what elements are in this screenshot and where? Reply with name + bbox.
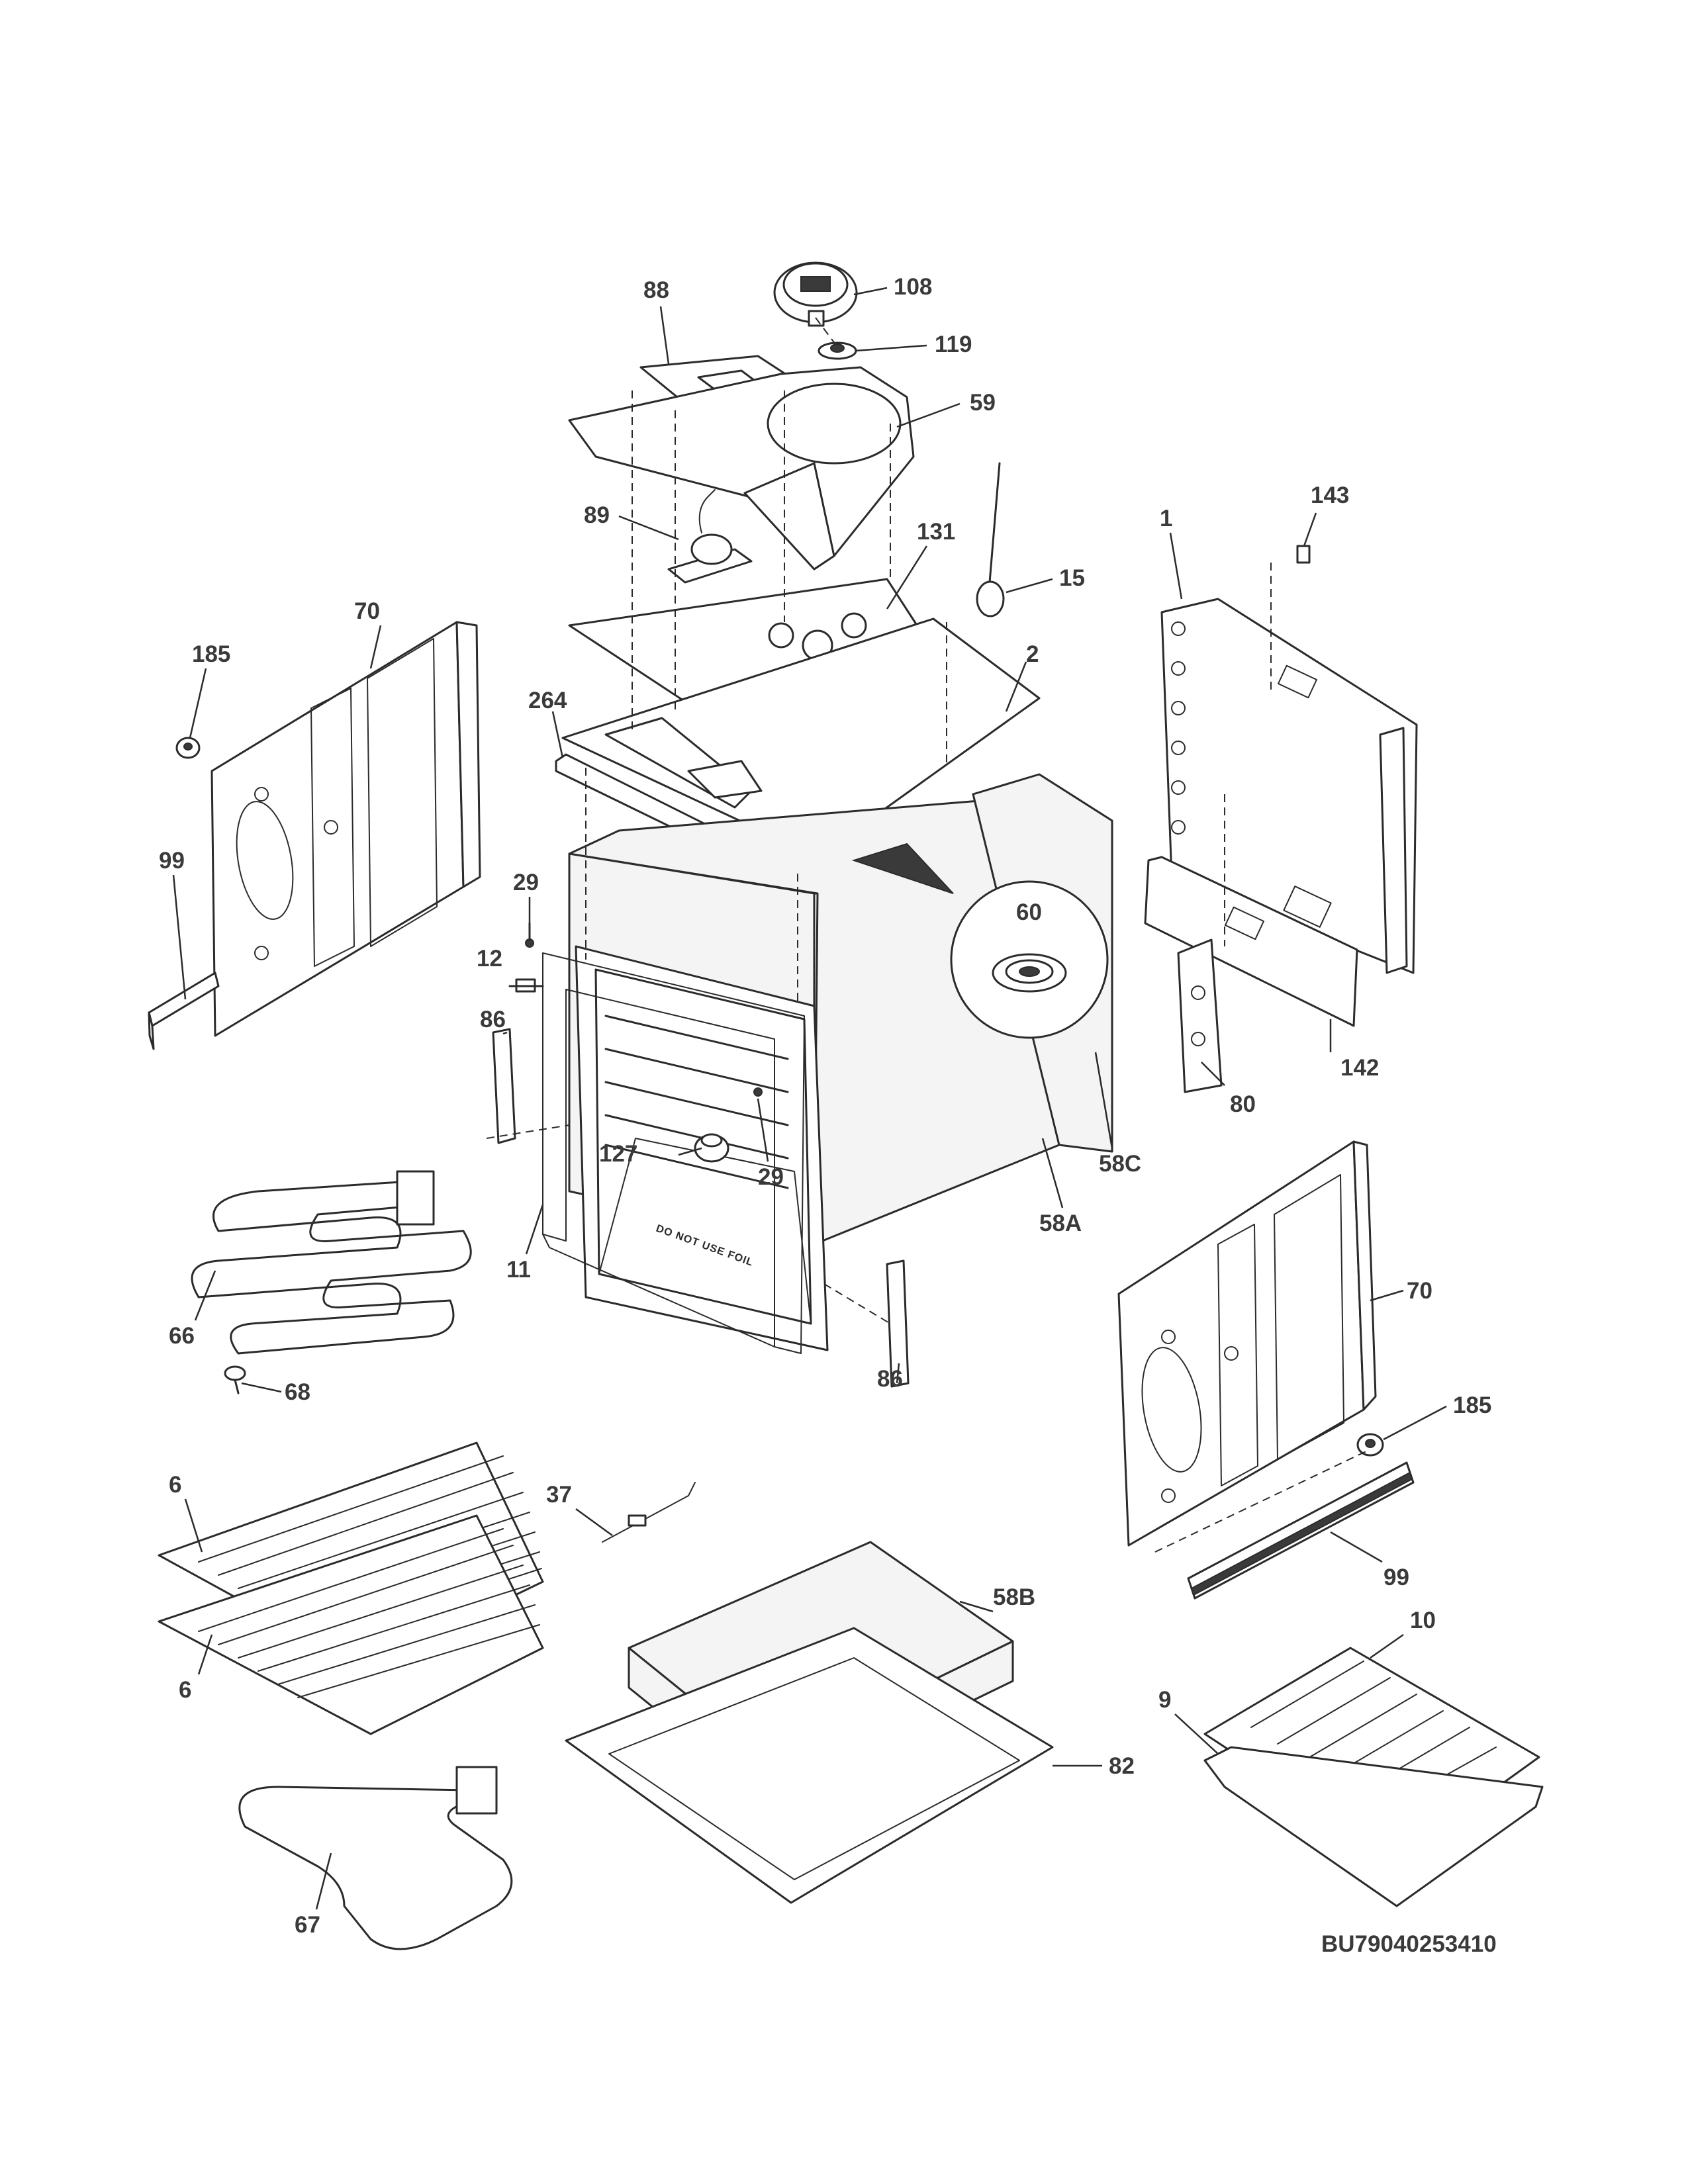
part-motor-bracket [667, 489, 753, 584]
part-oven-light [694, 1133, 729, 1163]
callout-131: 131 [917, 519, 955, 545]
callout-labels: 88 108 119 59 89 131 15 143 1 70 185 2 2… [159, 274, 1491, 1938]
part-back-panel-cover [1144, 856, 1358, 1027]
part-back-panel [1160, 598, 1418, 974]
callout-86-right: 86 [877, 1366, 903, 1392]
callout-10: 10 [1410, 1608, 1436, 1633]
callout-86-left: 86 [480, 1007, 506, 1032]
part-right-side-panel [1117, 1140, 1377, 1547]
part-fan-hub [818, 341, 857, 360]
callout-142: 142 [1340, 1055, 1379, 1081]
part-rack-slides [604, 1015, 789, 1189]
part-bottom-pan [565, 1627, 1054, 1904]
part-broil-element [191, 1170, 472, 1355]
callout-66: 66 [169, 1323, 195, 1349]
part-mounting-bracket [1177, 938, 1223, 1093]
callout-89: 89 [584, 502, 610, 528]
part-side-trim-left [148, 972, 220, 1050]
callout-68: 68 [285, 1379, 310, 1405]
part-top-panel [561, 617, 1041, 858]
callout-67: 67 [295, 1912, 320, 1938]
callout-15: 15 [1059, 565, 1085, 591]
part-grommet-right [1356, 1433, 1384, 1457]
callout-99-left: 99 [159, 848, 185, 874]
callout-37: 37 [546, 1482, 572, 1508]
callout-58C: 58C [1099, 1151, 1141, 1177]
callout-29-top: 29 [513, 870, 539, 895]
callout-29-bottom: 29 [758, 1164, 784, 1190]
callout-1: 1 [1160, 506, 1172, 531]
part-rack-support-right [886, 1259, 910, 1388]
callout-59: 59 [970, 390, 996, 416]
part-screw [525, 922, 534, 948]
diagram-reference-number: BU79040253410 [1321, 1931, 1497, 1957]
callout-58A: 58A [1039, 1210, 1082, 1236]
part-door-gasket [542, 952, 805, 1354]
callout-264: 264 [528, 688, 567, 713]
callout-12: 12 [477, 946, 502, 972]
callout-9: 9 [1158, 1687, 1171, 1713]
part-bake-element [238, 1766, 513, 1950]
callout-88: 88 [643, 277, 669, 303]
callout-60: 60 [1016, 899, 1042, 925]
part-wire-harness [602, 1482, 696, 1543]
callout-2: 2 [1026, 641, 1039, 667]
callout-108: 108 [894, 274, 932, 300]
part-element-clip [224, 1365, 246, 1394]
callout-11: 11 [506, 1257, 531, 1283]
part-left-side-panel [211, 621, 481, 1037]
part-clip [1296, 545, 1311, 564]
callout-leader-lines [172, 287, 1447, 1910]
callout-185-left: 185 [192, 641, 230, 667]
callout-82: 82 [1109, 1753, 1135, 1779]
callout-99-right: 99 [1383, 1565, 1409, 1590]
callout-6-lower: 6 [179, 1677, 191, 1703]
part-side-trim-right [1187, 1461, 1415, 1600]
part-rack-support-left [492, 1028, 516, 1144]
callout-58B: 58B [993, 1584, 1035, 1610]
part-screw-2 [753, 1087, 763, 1097]
part-oven-sensor [508, 978, 544, 993]
callout-6-upper: 6 [169, 1472, 181, 1498]
callout-70-left: 70 [354, 598, 380, 624]
part-oven-rack-lower [158, 1514, 544, 1735]
part-grommet-left [175, 737, 201, 759]
part-heat-port-detail [851, 842, 1109, 1039]
part-sensor-probe [976, 462, 1005, 617]
part-fan-motor [773, 261, 858, 327]
assembly-guide-lines [486, 317, 1371, 1553]
callout-127: 127 [599, 1141, 637, 1167]
callout-143: 143 [1311, 482, 1349, 508]
part-broil-pan [1203, 1746, 1544, 1907]
callout-70-right: 70 [1407, 1278, 1432, 1304]
callout-119: 119 [935, 332, 972, 357]
part-fan-shroud [568, 366, 915, 570]
callout-185-right: 185 [1453, 1392, 1491, 1418]
callout-80: 80 [1230, 1091, 1256, 1117]
